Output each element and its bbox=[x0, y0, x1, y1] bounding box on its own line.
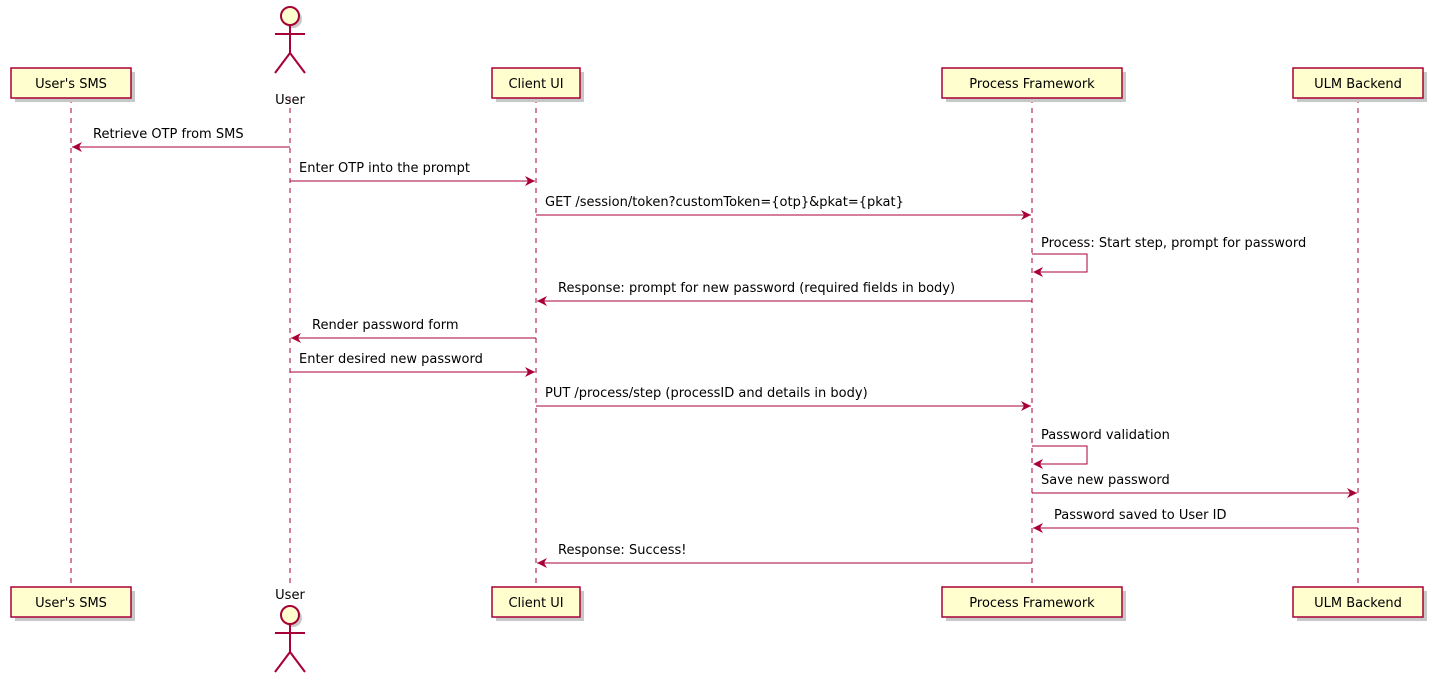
arrowhead bbox=[525, 176, 535, 186]
message-8: PUT /process/step (processID and details… bbox=[536, 386, 1031, 411]
message-label: Save new password bbox=[1041, 473, 1170, 488]
message-5: Response: prompt for new password (requi… bbox=[537, 281, 1032, 306]
arrowhead bbox=[1033, 267, 1043, 277]
arrowhead bbox=[1021, 210, 1031, 220]
message-label: Response: prompt for new password (requi… bbox=[558, 281, 955, 296]
participant-ulm-top: ULM Backend bbox=[1292, 67, 1427, 102]
participant-box bbox=[1292, 67, 1424, 99]
message-label: Password saved to User ID bbox=[1054, 508, 1226, 523]
participant-client-bottom: Client UI bbox=[491, 586, 584, 621]
participant-label: Client UI bbox=[508, 596, 563, 611]
participant-pf-bottom: Process Framework bbox=[941, 586, 1126, 621]
actor-right-leg bbox=[289, 651, 306, 673]
arrowhead bbox=[291, 333, 301, 343]
message-11: Password saved to User ID bbox=[1033, 508, 1358, 533]
message-line bbox=[1032, 445, 1088, 465]
arrowhead bbox=[537, 558, 547, 568]
message-label: Enter OTP into the prompt bbox=[299, 161, 470, 176]
message-1: Retrieve OTP from SMS bbox=[72, 127, 290, 152]
actor-left-leg bbox=[274, 52, 291, 74]
arrowhead bbox=[1021, 401, 1031, 411]
participant-sms-top: User's SMS bbox=[10, 67, 135, 102]
message-label: Retrieve OTP from SMS bbox=[93, 127, 244, 142]
participant-ulm-bottom: ULM Backend bbox=[1292, 586, 1427, 621]
message-3: GET /session/token?customToken={otp}&pka… bbox=[536, 195, 1031, 220]
participant-label: Process Framework bbox=[969, 77, 1095, 92]
message-2: Enter OTP into the prompt bbox=[290, 161, 535, 186]
actor-head-icon bbox=[280, 6, 300, 26]
participant-box bbox=[941, 586, 1123, 618]
lifelines bbox=[70, 98, 1359, 587]
message-4: Process: Start step, prompt for password bbox=[1032, 236, 1306, 277]
message-label: Password validation bbox=[1041, 428, 1170, 443]
actor-left-leg bbox=[274, 651, 291, 673]
message-label: PUT /process/step (processID and details… bbox=[545, 386, 868, 401]
actor-label: User bbox=[275, 93, 305, 108]
message-line bbox=[1032, 253, 1088, 273]
participant-pf-top: Process Framework bbox=[941, 67, 1126, 102]
message-12: Response: Success! bbox=[537, 543, 1032, 568]
participant-box bbox=[491, 67, 581, 99]
message-10: Save new password bbox=[1032, 473, 1357, 498]
participant-label: Client UI bbox=[508, 77, 563, 92]
participant-box bbox=[491, 586, 581, 618]
actor-label: User bbox=[275, 588, 305, 603]
participant-label: User's SMS bbox=[35, 77, 107, 92]
message-label: Process: Start step, prompt for password bbox=[1041, 236, 1306, 251]
participant-sms-bottom: User's SMS bbox=[10, 586, 135, 621]
participant-box bbox=[10, 67, 132, 99]
participant-box bbox=[10, 586, 132, 618]
message-9: Password validation bbox=[1032, 428, 1170, 469]
actor-user-top: User bbox=[274, 6, 306, 108]
participant-label: User's SMS bbox=[35, 596, 107, 611]
participant-client-top: Client UI bbox=[491, 67, 584, 102]
message-7: Enter desired new password bbox=[290, 352, 535, 377]
message-label: GET /session/token?customToken={otp}&pka… bbox=[545, 195, 904, 210]
actor-head-icon bbox=[280, 605, 300, 625]
actor-user-bottom: User bbox=[274, 588, 306, 673]
message-label: Render password form bbox=[312, 318, 459, 333]
participant-label: ULM Backend bbox=[1314, 596, 1402, 611]
actor-right-leg bbox=[289, 52, 306, 74]
participant-box bbox=[941, 67, 1123, 99]
arrowhead bbox=[72, 142, 82, 152]
message-label: Enter desired new password bbox=[299, 352, 483, 367]
participant-label: ULM Backend bbox=[1314, 77, 1402, 92]
arrowhead bbox=[1347, 488, 1357, 498]
arrowhead bbox=[1033, 459, 1043, 469]
message-6: Render password form bbox=[291, 318, 536, 343]
arrowhead bbox=[525, 367, 535, 377]
message-label: Response: Success! bbox=[558, 543, 687, 558]
arrowhead bbox=[537, 296, 547, 306]
arrowhead bbox=[1033, 523, 1043, 533]
participant-label: Process Framework bbox=[969, 596, 1095, 611]
messages: Retrieve OTP from SMS Enter OTP into the … bbox=[72, 127, 1358, 568]
participant-box bbox=[1292, 586, 1424, 618]
